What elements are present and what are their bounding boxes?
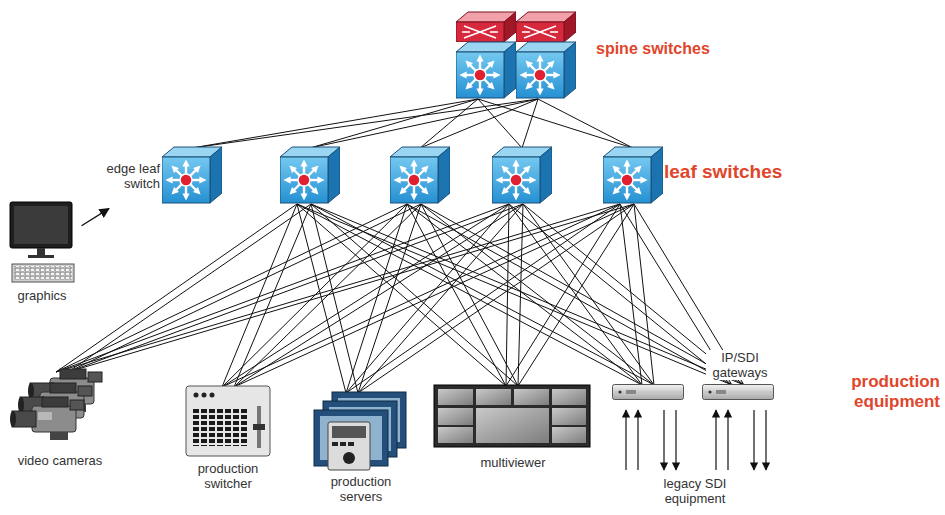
network-link [68, 204, 634, 372]
network-link [506, 204, 509, 386]
network-link [358, 204, 421, 393]
device-caption: multiviewer [432, 455, 594, 470]
network-link [222, 204, 297, 387]
network-link [478, 99, 633, 148]
network-link [222, 204, 509, 387]
network-link [518, 204, 634, 386]
connector-arrow [82, 209, 109, 226]
network-link [311, 204, 518, 386]
network-link [620, 204, 642, 385]
network-link [518, 204, 523, 386]
network-link [297, 204, 732, 385]
icon-area [183, 383, 273, 461]
network-link [192, 99, 538, 148]
network-link [358, 204, 634, 393]
device-caption: graphics [5, 288, 79, 303]
device-node: graphics [5, 198, 79, 303]
device-caption: production servers [321, 474, 401, 504]
network-link [310, 99, 478, 148]
network-link [346, 204, 407, 393]
icon-area [162, 145, 224, 207]
icon-area [432, 383, 594, 455]
device-node: video cameras [10, 365, 110, 468]
network-link [234, 204, 634, 387]
network-link [192, 99, 478, 148]
group-label: leaf switches [664, 161, 824, 183]
network-link [506, 204, 620, 386]
network-link [346, 204, 620, 393]
network-link [56, 204, 509, 372]
network-link [56, 204, 620, 372]
network-link [68, 204, 421, 372]
network-link [407, 204, 732, 385]
device-caption: production switcher [188, 461, 268, 491]
device-caption: edge leaf switch [98, 161, 160, 191]
network-link [538, 99, 633, 148]
network-link [56, 204, 297, 372]
network-link [420, 99, 538, 148]
device-node: IP/SDI gateways [608, 350, 780, 402]
network-link [234, 204, 523, 387]
device-node: production switcher [183, 383, 273, 491]
device-node: production servers [313, 388, 409, 504]
network-link [407, 204, 642, 385]
group-label: spine switches [596, 40, 746, 58]
group-label: production equipment [826, 372, 940, 412]
device-node: multiviewer [432, 383, 594, 470]
network-link [222, 204, 620, 387]
network-link [68, 204, 523, 372]
icon-area [608, 380, 780, 402]
network-link [310, 99, 538, 148]
network-link [420, 99, 478, 148]
equipment-label: legacy SDI equipment [650, 476, 740, 506]
device-caption: IP/SDI gateways [706, 350, 774, 380]
network-link [522, 99, 538, 148]
device-node: edge leaf switch [98, 145, 224, 207]
device-caption: video cameras [10, 453, 110, 468]
icon-area [313, 388, 409, 474]
network-link [56, 204, 407, 372]
icon-area [5, 198, 79, 288]
icon-area [10, 365, 110, 453]
network-link [234, 204, 311, 387]
network-link [421, 204, 744, 385]
network-link [358, 204, 523, 393]
